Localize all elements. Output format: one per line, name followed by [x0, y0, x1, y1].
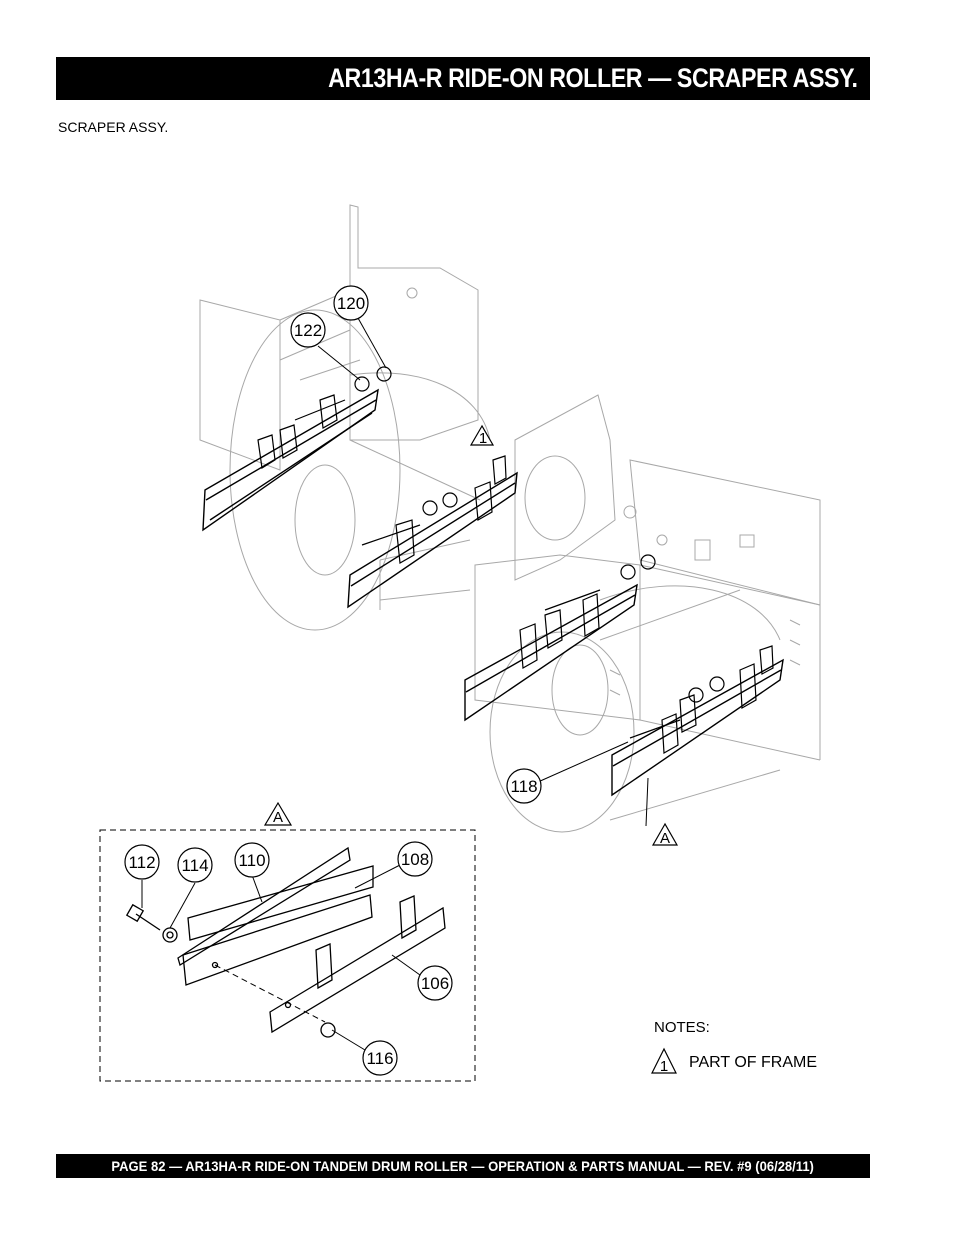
frame-note-marker-label: 1 — [479, 430, 487, 447]
callout-120: 120 — [333, 285, 369, 321]
callout-112-label: 112 — [128, 853, 155, 872]
callout-118: 118 — [506, 768, 542, 804]
page-title: AR13HA-R RIDE-ON ROLLER — SCRAPER ASSY. — [328, 63, 859, 93]
detail-a-marker-bottom: A — [651, 822, 679, 847]
callout-114-label: 114 — [181, 856, 208, 875]
callout-106-label: 106 — [421, 974, 449, 993]
callout-116: 116 — [362, 1040, 398, 1076]
note-1-marker-label: 1 — [660, 1058, 668, 1075]
callout-116-label: 116 — [366, 1049, 393, 1068]
note-1-marker: 1 — [651, 1047, 677, 1075]
detail-a-marker-bottom-label: A — [660, 830, 670, 847]
callout-120-label: 120 — [337, 294, 365, 313]
callout-108: 108 — [397, 841, 433, 877]
callout-leader-lines — [141, 317, 649, 1051]
page-footer-bar: PAGE 82 — AR13HA-R RIDE-ON TANDEM DRUM R… — [56, 1154, 870, 1178]
callout-108-label: 108 — [401, 850, 429, 869]
callout-122-label: 122 — [294, 321, 322, 340]
callout-110-label: 110 — [238, 851, 265, 870]
callout-122: 122 — [290, 312, 326, 348]
section-label: SCRAPER ASSY. — [58, 119, 169, 135]
roller-frame-drawing — [199, 204, 821, 833]
detail-a-box — [99, 829, 476, 1082]
scraper-hardware — [257, 366, 774, 754]
callout-106: 106 — [417, 965, 453, 1001]
detail-a-marker-top-label: A — [273, 809, 283, 826]
notes-title: NOTES: — [654, 1019, 710, 1036]
callout-118-label: 118 — [510, 777, 537, 796]
callout-110: 110 — [234, 842, 270, 878]
frame-note-marker: 1 — [469, 424, 495, 447]
page-header-bar: AR13HA-R RIDE-ON ROLLER — SCRAPER ASSY. — [56, 57, 870, 100]
note-1-text: PART OF FRAME — [689, 1054, 818, 1071]
callout-114: 114 — [177, 847, 213, 883]
page-footer-text: PAGE 82 — AR13HA-R RIDE-ON TANDEM DRUM R… — [111, 1158, 815, 1174]
detail-a-marker-top: A — [263, 801, 293, 826]
callout-112: 112 — [124, 844, 160, 880]
scraper-blades — [202, 388, 784, 797]
